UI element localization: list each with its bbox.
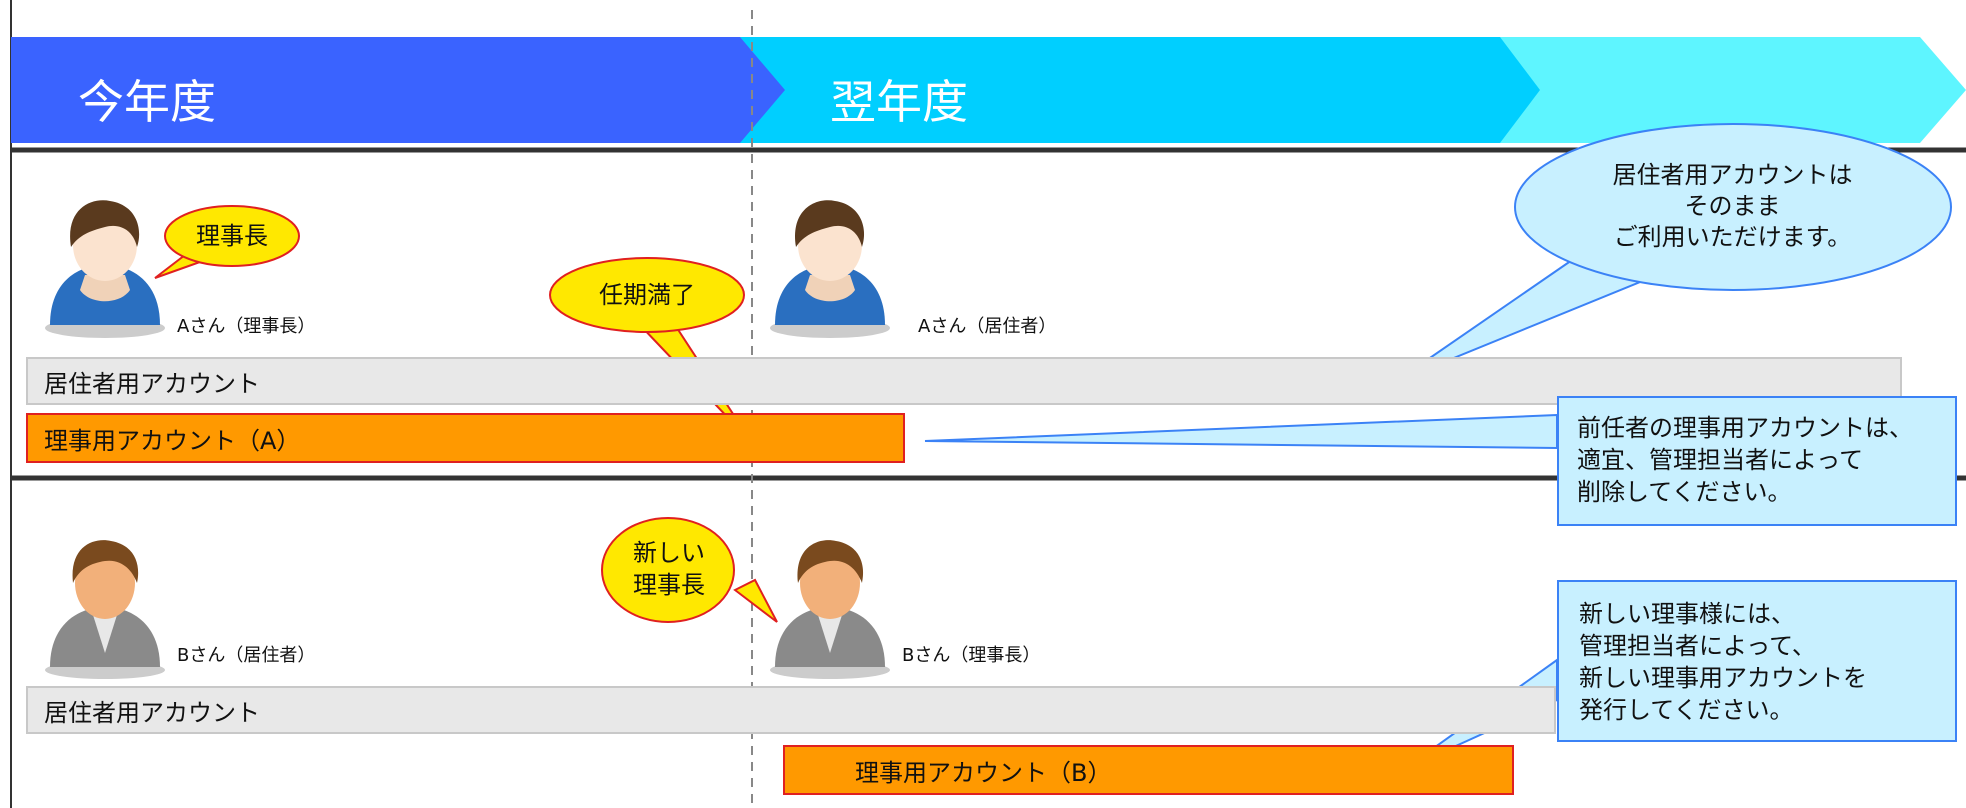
- delete-callout: 前任者の理事用アカウントは、 適宜、管理担当者によって 削除してください。: [1557, 396, 1957, 526]
- next-year-label: 翌年度: [830, 75, 968, 129]
- board-account-label-b: 理事用アカウント（B）: [855, 758, 1112, 787]
- person-a-caption: Aさん（理事長）: [177, 316, 316, 337]
- person-b-chairman-caption: Bさん（理事長）: [902, 645, 1041, 666]
- resident-account-bar-a: 居住者用アカウント: [26, 357, 1902, 405]
- person-b-chairman-icon: [770, 540, 890, 679]
- issue-callout-line-3: 新しい理事用アカウントを: [1579, 664, 1867, 692]
- issue-callout-line-1: 新しい理事様には、: [1579, 600, 1795, 628]
- board-account-bar-b: 理事用アカウント（B）: [783, 745, 1514, 795]
- resident-account-label-b: 居住者用アカウント: [44, 698, 260, 727]
- resident-callout: 居住者用アカウントは そのまま ご利用いただけます。: [1560, 160, 1905, 253]
- delete-callout-line-3: 削除してください。: [1577, 478, 1792, 506]
- resident-callout-line-1: 居住者用アカウントは: [1612, 161, 1853, 189]
- delete-callout-pointer: [924, 413, 1558, 450]
- issue-callout-line-4: 発行してください。: [1579, 696, 1794, 724]
- issue-callout: 新しい理事様には、 管理担当者によって、 新しい理事用アカウントを 発行してくだ…: [1557, 580, 1957, 742]
- new-chairman-bubble-shape: [601, 517, 778, 623]
- board-account-bar-a: 理事用アカウント（A）: [26, 413, 905, 463]
- person-a-resident-icon: [770, 200, 890, 338]
- resident-account-bar-b: 居住者用アカウント: [26, 686, 1556, 734]
- person-a-resident-caption: Aさん（居住者）: [918, 316, 1057, 337]
- resident-account-label-a: 居住者用アカウント: [44, 369, 260, 398]
- issue-callout-line-2: 管理担当者によって、: [1579, 632, 1816, 660]
- new-chairman-line-1: 新しい: [633, 539, 705, 567]
- board-account-label-a: 理事用アカウント（A）: [44, 426, 301, 455]
- chairman-bubble: 理事長: [196, 222, 268, 250]
- person-b-caption: Bさん（居住者）: [177, 645, 316, 666]
- delete-callout-line-1: 前任者の理事用アカウントは、: [1577, 414, 1913, 442]
- resident-callout-shape: [1394, 123, 1952, 383]
- resident-callout-line-2: そのまま: [1684, 192, 1781, 220]
- chairman-bubble-shape: [154, 205, 300, 279]
- resident-callout-line-3: ご利用いただけます。: [1613, 223, 1852, 251]
- new-chairman-bubble: 新しい 理事長: [614, 537, 724, 601]
- term-end-bubble: 任期満了: [599, 281, 695, 309]
- delete-callout-line-2: 適宜、管理担当者によって: [1577, 446, 1864, 474]
- this-year-label: 今年度: [78, 75, 216, 129]
- person-b-icon: [45, 540, 165, 679]
- new-chairman-line-2: 理事長: [633, 571, 705, 599]
- person-a-icon: [45, 200, 165, 338]
- this-year-arrow: [11, 37, 785, 143]
